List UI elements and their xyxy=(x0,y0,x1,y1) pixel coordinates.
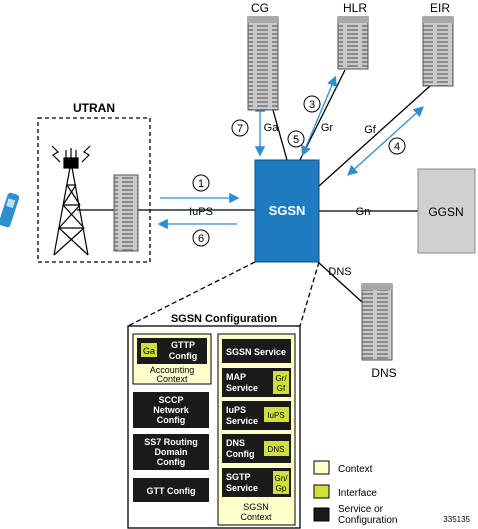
mobile-phone-icon xyxy=(0,192,20,228)
legend-service-swatch xyxy=(313,507,330,522)
dns-config-label-2: Config xyxy=(226,449,255,459)
step-5: 5 xyxy=(293,134,299,146)
legend-context-label: Context xyxy=(338,464,373,475)
sgtp-tag-2: Gp xyxy=(276,484,287,493)
sccp-label-3: Config xyxy=(157,415,186,425)
ga-interface-tag[interactable] xyxy=(141,343,157,357)
ggsn-node[interactable] xyxy=(417,168,476,254)
step-4: 4 xyxy=(394,141,400,153)
sccp-label-1: SCCP xyxy=(158,395,183,405)
gttp-config-label-2: Config xyxy=(169,351,198,361)
sgsn-context-label-2: Context xyxy=(240,512,272,522)
label-eir: EIR xyxy=(430,1,450,15)
legend-interface-label: Interface xyxy=(338,488,377,499)
legend-service-label-2: Configuration xyxy=(338,515,397,526)
accounting-context-label-1: Accounting xyxy=(150,365,195,375)
label-dns-server: DNS xyxy=(371,366,396,380)
sgtp-label-1: SGTP xyxy=(226,472,251,482)
iface-ga: Ga xyxy=(264,122,280,134)
ss7-label-2: Domain xyxy=(154,447,187,457)
gtt-label: GTT Config xyxy=(147,486,196,496)
iface-iups: IuPS xyxy=(189,206,213,218)
figure-id: 335135 xyxy=(443,515,470,524)
iups-tag: IuPS xyxy=(267,411,284,420)
label-hlr: HLR xyxy=(343,1,367,15)
iups-label-2: Service xyxy=(226,416,258,426)
message-arrows xyxy=(157,75,424,230)
iups-interface-tag[interactable] xyxy=(264,407,289,422)
label-sgsn: SGSN xyxy=(269,203,306,218)
server-dns xyxy=(361,283,393,361)
ss7-routing-config-box[interactable] xyxy=(133,434,209,470)
server-hlr xyxy=(337,16,369,70)
dns-config-label-1: DNS xyxy=(226,438,245,448)
label-ggsn: GGSN xyxy=(428,205,463,219)
step-7: 7 xyxy=(237,123,243,135)
iface-gn: Gn xyxy=(356,206,371,218)
sgsn-context-label-1: SGSN xyxy=(243,502,269,512)
map-label-2: Service xyxy=(226,383,258,393)
iface-gr: Gr xyxy=(321,122,334,134)
label-cg: CG xyxy=(251,1,269,15)
map-tag-1: Gr/ xyxy=(275,374,287,383)
sgtp-label-2: Service xyxy=(226,483,258,493)
iups-label-1: IuPS xyxy=(226,405,246,415)
ss7-label-3: Config xyxy=(157,457,186,467)
map-label-1: MAP xyxy=(226,372,246,382)
step-3: 3 xyxy=(309,99,315,111)
label-utran: UTRAN xyxy=(73,101,115,115)
step-circles xyxy=(192,95,406,247)
arrow-step-3-5 xyxy=(301,75,337,157)
legend-service-label-1: Service or xyxy=(338,504,384,515)
ss7-label-1: SS7 Routing xyxy=(144,437,198,447)
dns-tag: DNS xyxy=(268,445,285,454)
sgsn-node[interactable] xyxy=(254,159,320,263)
sgsn-service-label: SGSN Service xyxy=(226,347,286,357)
sccp-network-config-box[interactable] xyxy=(133,392,209,428)
iface-dns: DNS xyxy=(328,266,351,278)
gttp-config-label-1: GTTP xyxy=(171,340,195,350)
cell-tower-icon xyxy=(51,145,91,256)
server-eir xyxy=(422,16,454,87)
legend-context-swatch xyxy=(313,460,330,475)
gr-gf-interface-tag[interactable] xyxy=(273,371,289,394)
ga-tag-text: Ga xyxy=(143,346,155,356)
gn-gp-interface-tag[interactable] xyxy=(273,471,289,494)
config-title: SGSN Configuration xyxy=(171,313,278,325)
sgsn-service-box[interactable] xyxy=(222,339,291,363)
server-cg xyxy=(247,16,279,111)
iface-gf: Gf xyxy=(364,124,377,136)
step-6: 6 xyxy=(198,233,204,245)
sccp-label-2: Network xyxy=(153,405,190,415)
zoom-line-right xyxy=(299,261,320,327)
map-tag-2: Gf xyxy=(277,384,286,393)
arrow-step-4 xyxy=(347,106,424,176)
utran-boundary xyxy=(37,117,151,263)
legend-interface-swatch xyxy=(313,484,330,499)
dns-interface-tag[interactable] xyxy=(264,441,289,456)
step-1: 1 xyxy=(198,178,204,190)
sgtp-tag-1: Gn/ xyxy=(275,474,289,483)
node-b-cabinet xyxy=(113,174,139,252)
gtt-config-box[interactable] xyxy=(133,478,209,502)
accounting-context-label-2: Context xyxy=(156,374,188,384)
